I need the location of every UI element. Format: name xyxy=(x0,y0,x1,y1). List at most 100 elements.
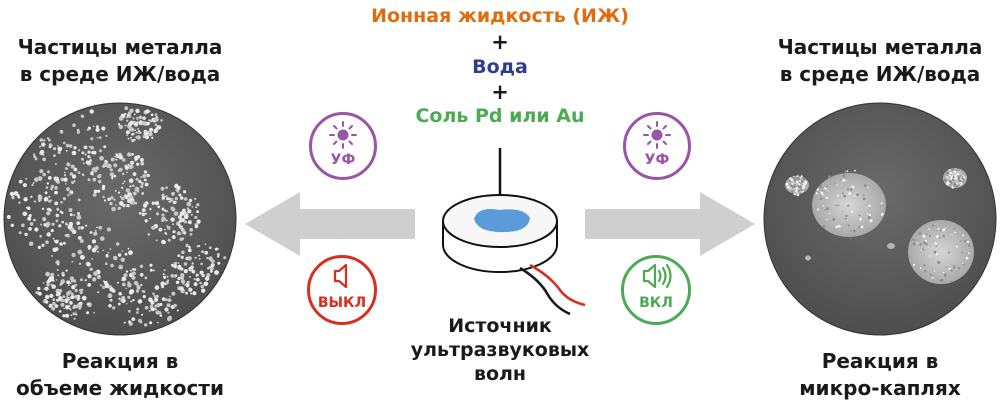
particle xyxy=(107,293,113,299)
particle xyxy=(116,281,119,284)
particle xyxy=(201,274,205,278)
speckle xyxy=(954,174,956,177)
speckle xyxy=(935,245,938,247)
speckle xyxy=(929,255,931,257)
particle xyxy=(198,254,201,257)
particle xyxy=(196,219,201,224)
speckle xyxy=(950,280,953,282)
particle xyxy=(90,145,94,150)
particle xyxy=(54,186,58,190)
speckle xyxy=(827,190,829,192)
speckle xyxy=(862,194,865,197)
particle xyxy=(73,146,77,150)
speckle xyxy=(820,191,824,195)
speckle xyxy=(834,182,836,184)
particle xyxy=(79,278,83,282)
speckle xyxy=(931,277,934,279)
particle xyxy=(140,181,144,185)
particle xyxy=(149,263,153,267)
particle xyxy=(69,301,73,305)
particle xyxy=(65,304,70,310)
particle xyxy=(32,182,35,184)
particle xyxy=(123,194,127,198)
speckle xyxy=(832,217,836,221)
particle xyxy=(73,317,76,320)
particle xyxy=(209,266,214,271)
particle xyxy=(38,291,42,296)
particle xyxy=(164,298,168,302)
particle xyxy=(87,178,91,182)
particle xyxy=(205,276,210,281)
particle xyxy=(45,186,49,189)
particle xyxy=(143,170,148,174)
particle xyxy=(43,223,47,227)
particle xyxy=(140,283,143,287)
particle xyxy=(206,273,211,278)
particle xyxy=(165,195,168,198)
particle xyxy=(144,305,149,310)
particle xyxy=(141,208,146,213)
speckle xyxy=(791,182,794,186)
speckle xyxy=(790,178,794,182)
speckle xyxy=(932,247,934,249)
particle xyxy=(130,200,136,205)
particle xyxy=(176,231,181,236)
speckle xyxy=(862,197,866,201)
particle xyxy=(142,116,146,120)
particle xyxy=(136,285,141,290)
speckle xyxy=(933,250,937,254)
speckle xyxy=(949,180,953,183)
particle xyxy=(123,180,126,183)
particle xyxy=(164,209,167,212)
particle xyxy=(122,182,125,185)
speckle xyxy=(800,175,803,178)
particle xyxy=(206,279,208,282)
particle xyxy=(88,248,91,250)
speckle xyxy=(954,231,956,234)
particle xyxy=(125,270,129,273)
particle xyxy=(96,274,101,280)
particle xyxy=(53,147,57,151)
particle xyxy=(132,132,135,136)
particle xyxy=(169,198,174,202)
particle xyxy=(149,127,153,132)
particle xyxy=(137,299,143,304)
particle xyxy=(50,229,54,233)
speckle xyxy=(847,224,850,227)
particle xyxy=(72,229,77,235)
particle xyxy=(223,256,227,260)
speckle xyxy=(816,188,819,191)
particle xyxy=(113,163,118,168)
particle xyxy=(54,247,59,251)
particle xyxy=(189,228,194,232)
particle xyxy=(69,172,74,176)
particle xyxy=(170,217,175,222)
particle xyxy=(64,174,66,177)
speckle xyxy=(826,219,828,221)
particle xyxy=(89,231,93,234)
particle xyxy=(83,145,88,150)
particle xyxy=(67,284,70,287)
particle xyxy=(186,207,189,210)
left-arrow xyxy=(245,192,415,256)
particle xyxy=(108,304,112,308)
speckle xyxy=(918,232,922,235)
particle xyxy=(127,163,130,166)
particle xyxy=(95,125,99,129)
particle xyxy=(168,295,171,298)
ionic-liquid-label: Ионная жидкость (ИЖ) xyxy=(371,5,629,27)
particle xyxy=(78,149,81,152)
particle xyxy=(128,121,133,127)
particle xyxy=(187,220,192,225)
particle xyxy=(80,254,85,260)
particle xyxy=(60,201,63,204)
particle xyxy=(187,256,192,261)
particle xyxy=(52,301,56,306)
particle xyxy=(54,201,59,206)
particle xyxy=(176,281,180,284)
particle xyxy=(183,232,187,235)
particle xyxy=(115,158,118,161)
particle xyxy=(59,283,62,286)
particle xyxy=(59,129,64,134)
speckle xyxy=(951,168,955,171)
